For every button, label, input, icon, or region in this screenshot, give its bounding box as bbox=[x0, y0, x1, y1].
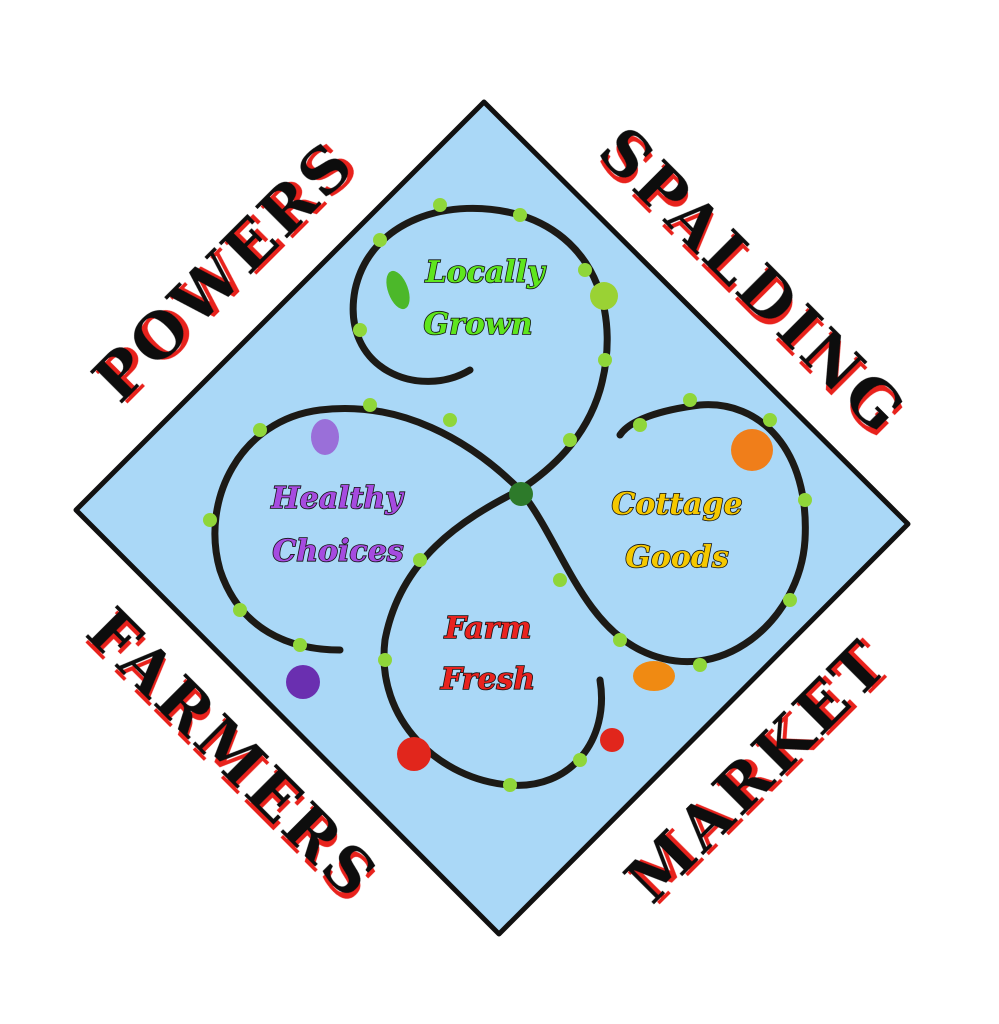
grapes-purple-icon bbox=[286, 665, 320, 699]
vine-leaves bbox=[203, 198, 812, 792]
watermelon-icon bbox=[509, 482, 533, 506]
section-farm-fresh: Farm Fresh bbox=[439, 610, 536, 698]
orange-icon bbox=[731, 429, 773, 471]
section-healthy-choices: Healthy Choices bbox=[270, 480, 407, 570]
section-title: Goods bbox=[625, 540, 729, 575]
section-title: Fresh bbox=[440, 662, 535, 697]
plum-icon bbox=[311, 419, 339, 455]
section-title: Choices bbox=[272, 534, 403, 569]
section-title: Farm bbox=[444, 611, 532, 646]
diamond-background bbox=[73, 99, 911, 937]
section-title: Locally bbox=[424, 255, 547, 290]
grapes-green-icon bbox=[590, 282, 618, 310]
section-title: Grown bbox=[423, 307, 532, 342]
section-cottage-goods: Cottage Goods bbox=[611, 486, 744, 576]
tomato-icon bbox=[397, 737, 431, 771]
vine-swirls bbox=[211, 204, 809, 789]
pumpkin-icon bbox=[633, 661, 675, 691]
fruit-icons bbox=[286, 270, 773, 771]
strawberry-icon bbox=[600, 728, 624, 752]
peas-icon bbox=[386, 270, 410, 310]
section-title: Cottage bbox=[611, 487, 742, 522]
section-locally-grown: Locally Grown bbox=[423, 254, 548, 343]
section-title: Healthy bbox=[270, 481, 405, 516]
